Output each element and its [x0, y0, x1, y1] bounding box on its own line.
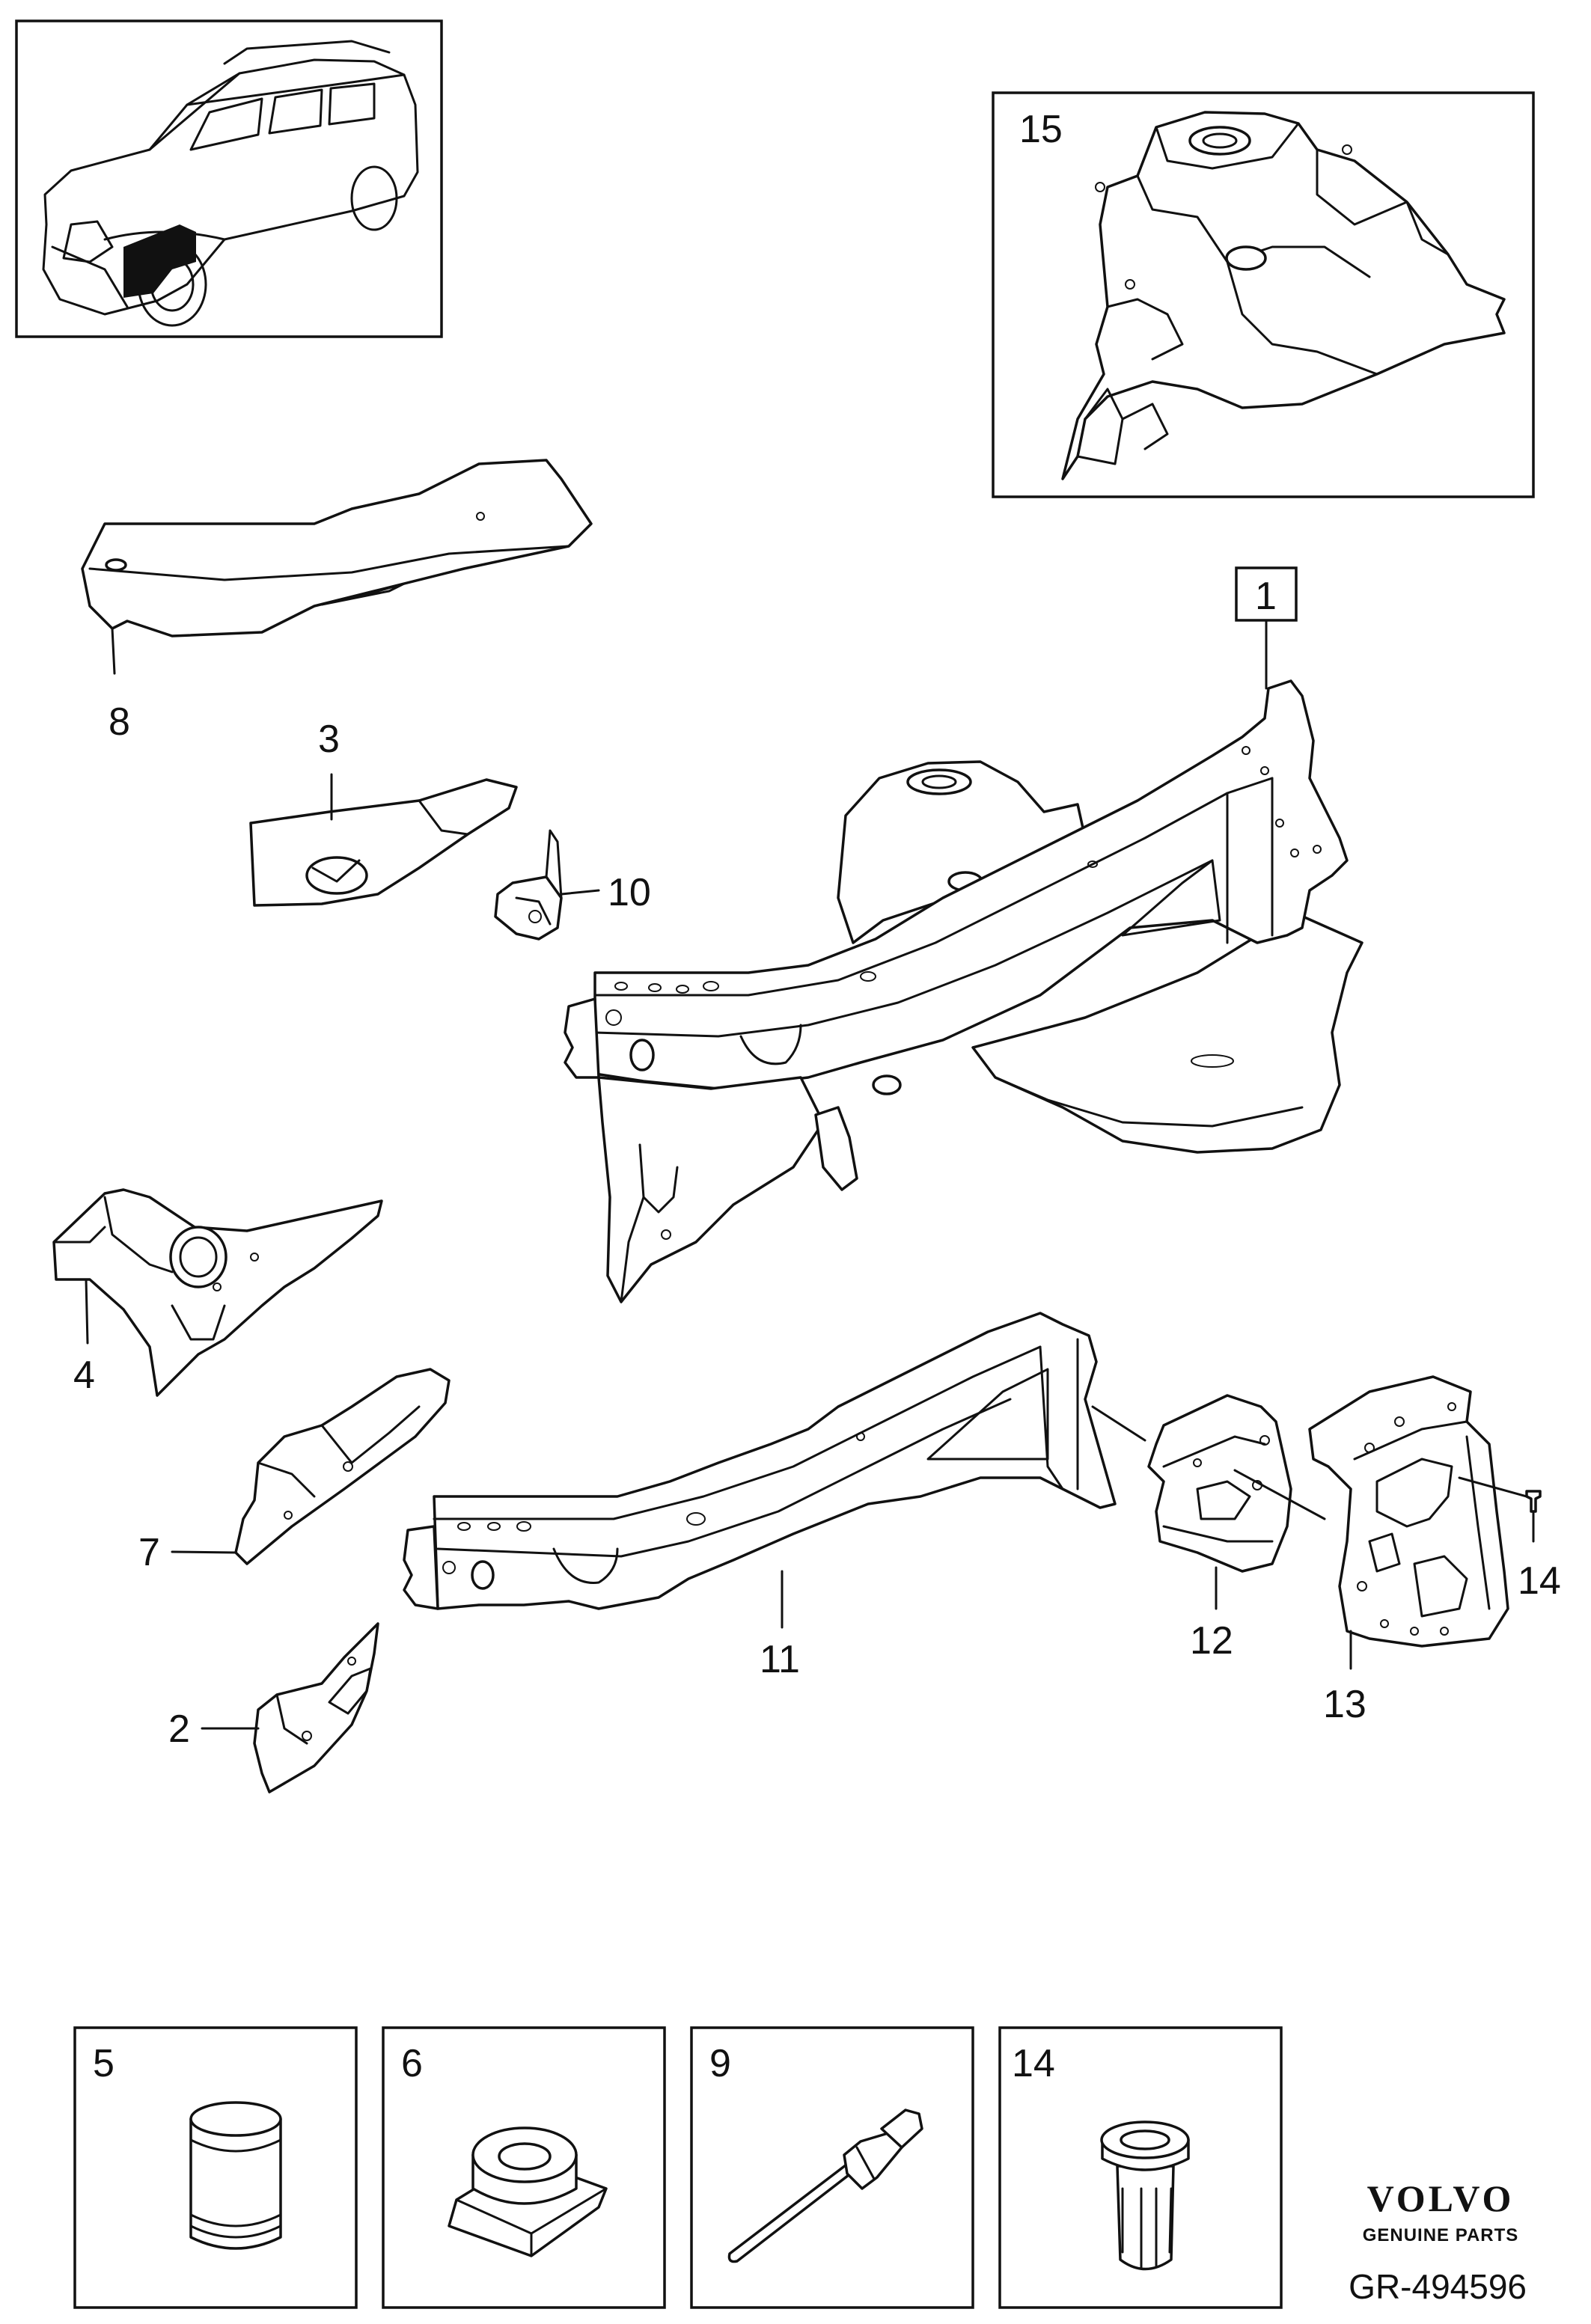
fastener-box-6: 6: [382, 2026, 666, 2309]
sleeve-icon: [189, 2101, 282, 2250]
part-11: 11: [403, 1312, 1146, 1681]
part-15-inset: 15: [992, 91, 1535, 498]
diagram-code: GR-494596: [1349, 2267, 1527, 2306]
callout-14: 14: [1518, 1559, 1561, 1603]
volvo-logo: VOLVO GENUINE PARTS: [1363, 2177, 1519, 2245]
part-12: 12: [1147, 1394, 1326, 1663]
part-1: 1: [564, 566, 1364, 1303]
part-7: 7: [138, 1368, 451, 1574]
fastener-box-14: 14: [998, 2026, 1283, 2309]
fastener-box-14-number: 14: [1012, 2042, 1055, 2085]
callout-11: 11: [760, 1638, 800, 1681]
part-8: 8: [81, 459, 593, 744]
fastener-box-6-number: 6: [401, 2042, 423, 2085]
part-2: 2: [168, 1622, 379, 1794]
fastener-box-9-number: 9: [709, 2042, 731, 2085]
fastener-box-9: 9: [690, 2026, 974, 2309]
fastener-box-5: 5: [73, 2026, 358, 2309]
wheelhouse-assembly-icon: [1061, 111, 1506, 480]
part-10: 10: [494, 829, 651, 941]
rivet-nut-icon: [1100, 2120, 1190, 2271]
callout-1: 1: [1255, 575, 1277, 618]
part-4: 4: [52, 1188, 383, 1397]
cage-nut-icon: [448, 2126, 608, 2257]
callout-10: 10: [608, 871, 651, 914]
callout-7: 7: [138, 1531, 160, 1574]
callout-8: 8: [109, 700, 130, 744]
part-3: 3: [249, 718, 518, 907]
callout-12: 12: [1190, 1619, 1233, 1663]
blind-rivet-icon: [727, 2109, 923, 2263]
fastener-box-5-number: 5: [93, 2042, 114, 2085]
callout-3: 3: [318, 718, 340, 761]
callout-13: 13: [1323, 1683, 1366, 1726]
callout-2: 2: [168, 1707, 190, 1751]
brand-tagline: GENUINE PARTS: [1363, 2225, 1519, 2245]
vehicle-overview-inset: [15, 19, 443, 338]
callout-4: 4: [73, 1354, 95, 1397]
part-14: 14: [1458, 1476, 1561, 1603]
part-13: 13: [1308, 1375, 1509, 1726]
brand-wordmark: VOLVO: [1367, 2177, 1515, 2219]
callout-15: 15: [1019, 108, 1063, 151]
car-illustration-icon: [42, 40, 419, 327]
